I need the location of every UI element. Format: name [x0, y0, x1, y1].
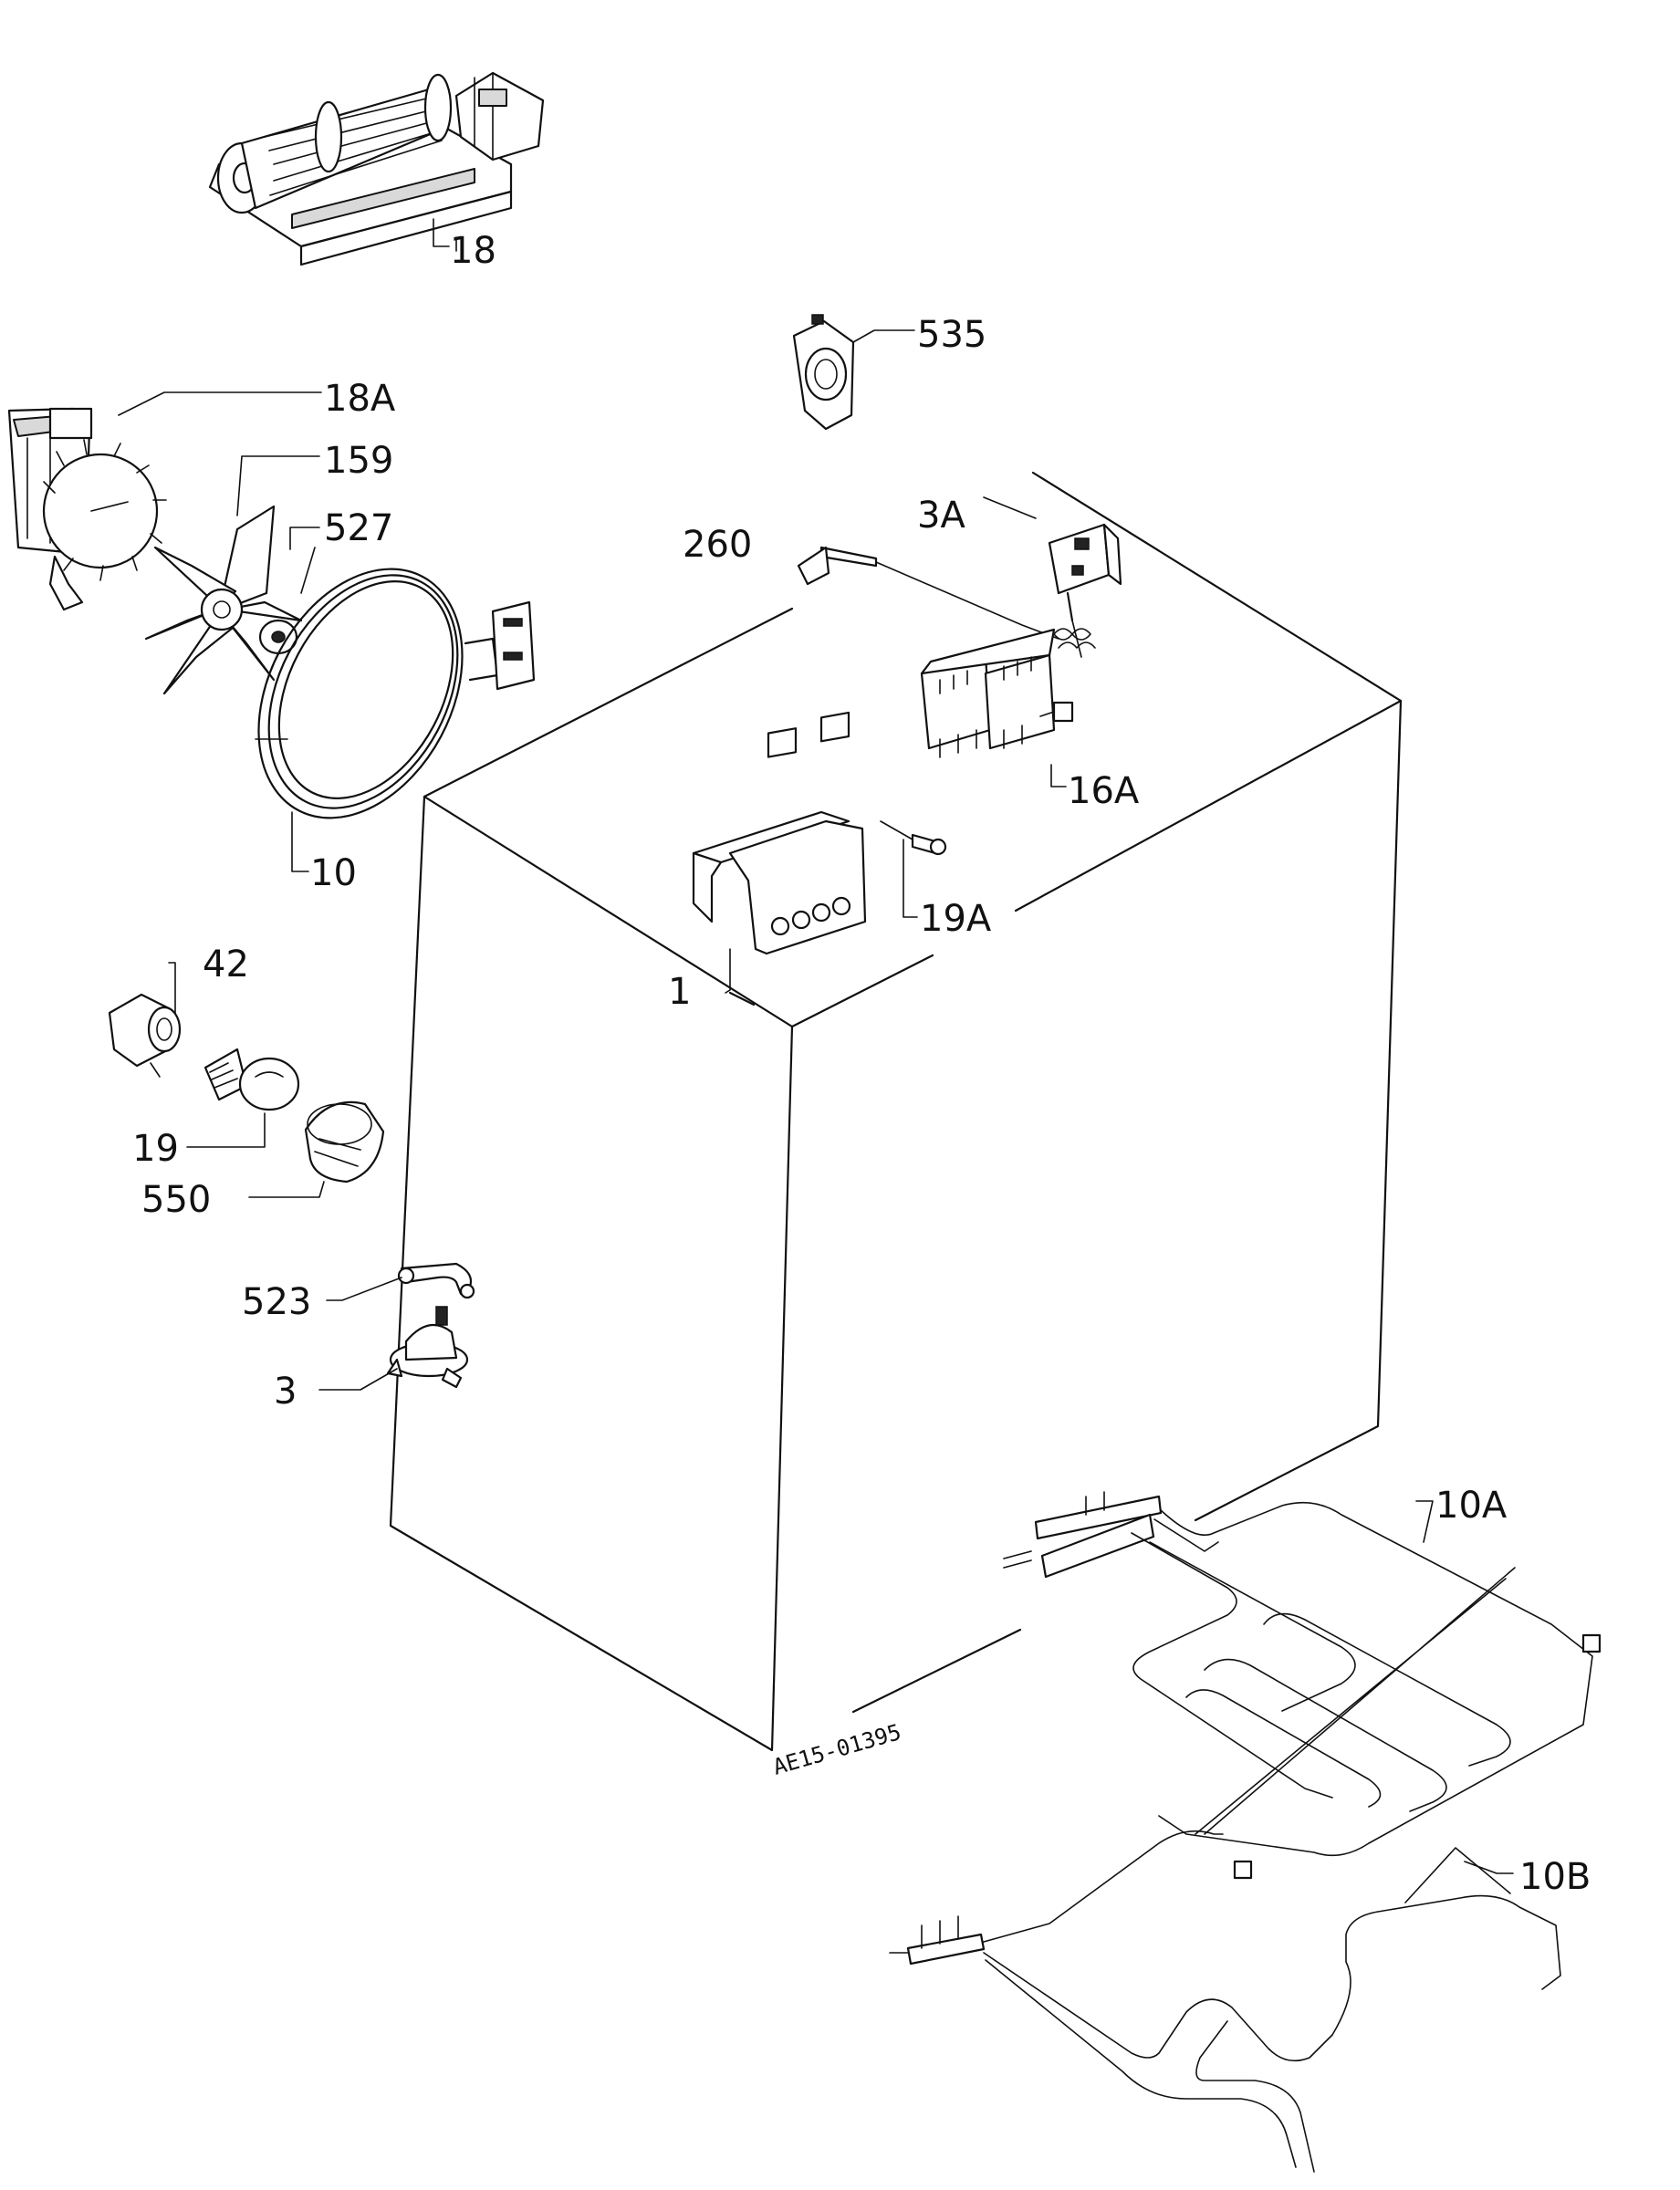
fan-motor-part-18A [7, 407, 167, 611]
callout-42: 42 [203, 944, 249, 986]
sensor-pin-part-19A [880, 820, 947, 856]
callout-3A: 3A [917, 495, 965, 537]
callout-18: 18 [450, 230, 496, 272]
callout-18A: 18A [324, 378, 396, 420]
callout-10: 10 [310, 852, 357, 894]
callout-leaders [118, 218, 1514, 1874]
callout-1: 1 [668, 971, 691, 1013]
lamp-holder-part-42 [108, 993, 182, 1078]
callout-550: 550 [141, 1179, 211, 1221]
callout-10B: 10B [1519, 1856, 1591, 1898]
lamp-glass-part-550 [304, 1100, 385, 1184]
callout-523: 523 [242, 1281, 311, 1323]
callout-260: 260 [683, 524, 752, 566]
callout-16A: 16A [1068, 770, 1140, 812]
bottom-element-part-10B [889, 1830, 1561, 2173]
callout-19: 19 [132, 1128, 179, 1170]
thermostat-part-3A [1048, 523, 1122, 658]
callout-10A: 10A [1435, 1485, 1508, 1527]
callout-527: 527 [324, 507, 393, 549]
timer-programmer-part-1 [692, 711, 867, 994]
oven-cavity-box [389, 471, 1403, 1752]
callout-labels: 18 535 18A 159 527 260 3A 16A 10 19A 1 4… [132, 230, 1591, 1898]
circular-element-part-10 [255, 568, 536, 819]
lamp-bulb-part-19 [203, 1048, 300, 1111]
callout-159: 159 [324, 440, 393, 482]
sensor-probe-part-260 [797, 546, 1059, 640]
socket-part-535 [792, 314, 855, 431]
selector-switch-part-16A [920, 628, 1074, 758]
clip-part-523 [397, 1262, 475, 1299]
callout-19A: 19A [920, 898, 992, 940]
fan-blade-part-159 [144, 505, 303, 695]
safety-thermostat-part-3 [386, 1306, 469, 1389]
callout-3: 3 [274, 1371, 297, 1413]
tangential-fan-part-18 [208, 71, 545, 266]
callout-535: 535 [917, 314, 986, 356]
grill-element-part-10A [1003, 1491, 1602, 1880]
drawing-code: AE15-01395 [770, 1719, 904, 1780]
